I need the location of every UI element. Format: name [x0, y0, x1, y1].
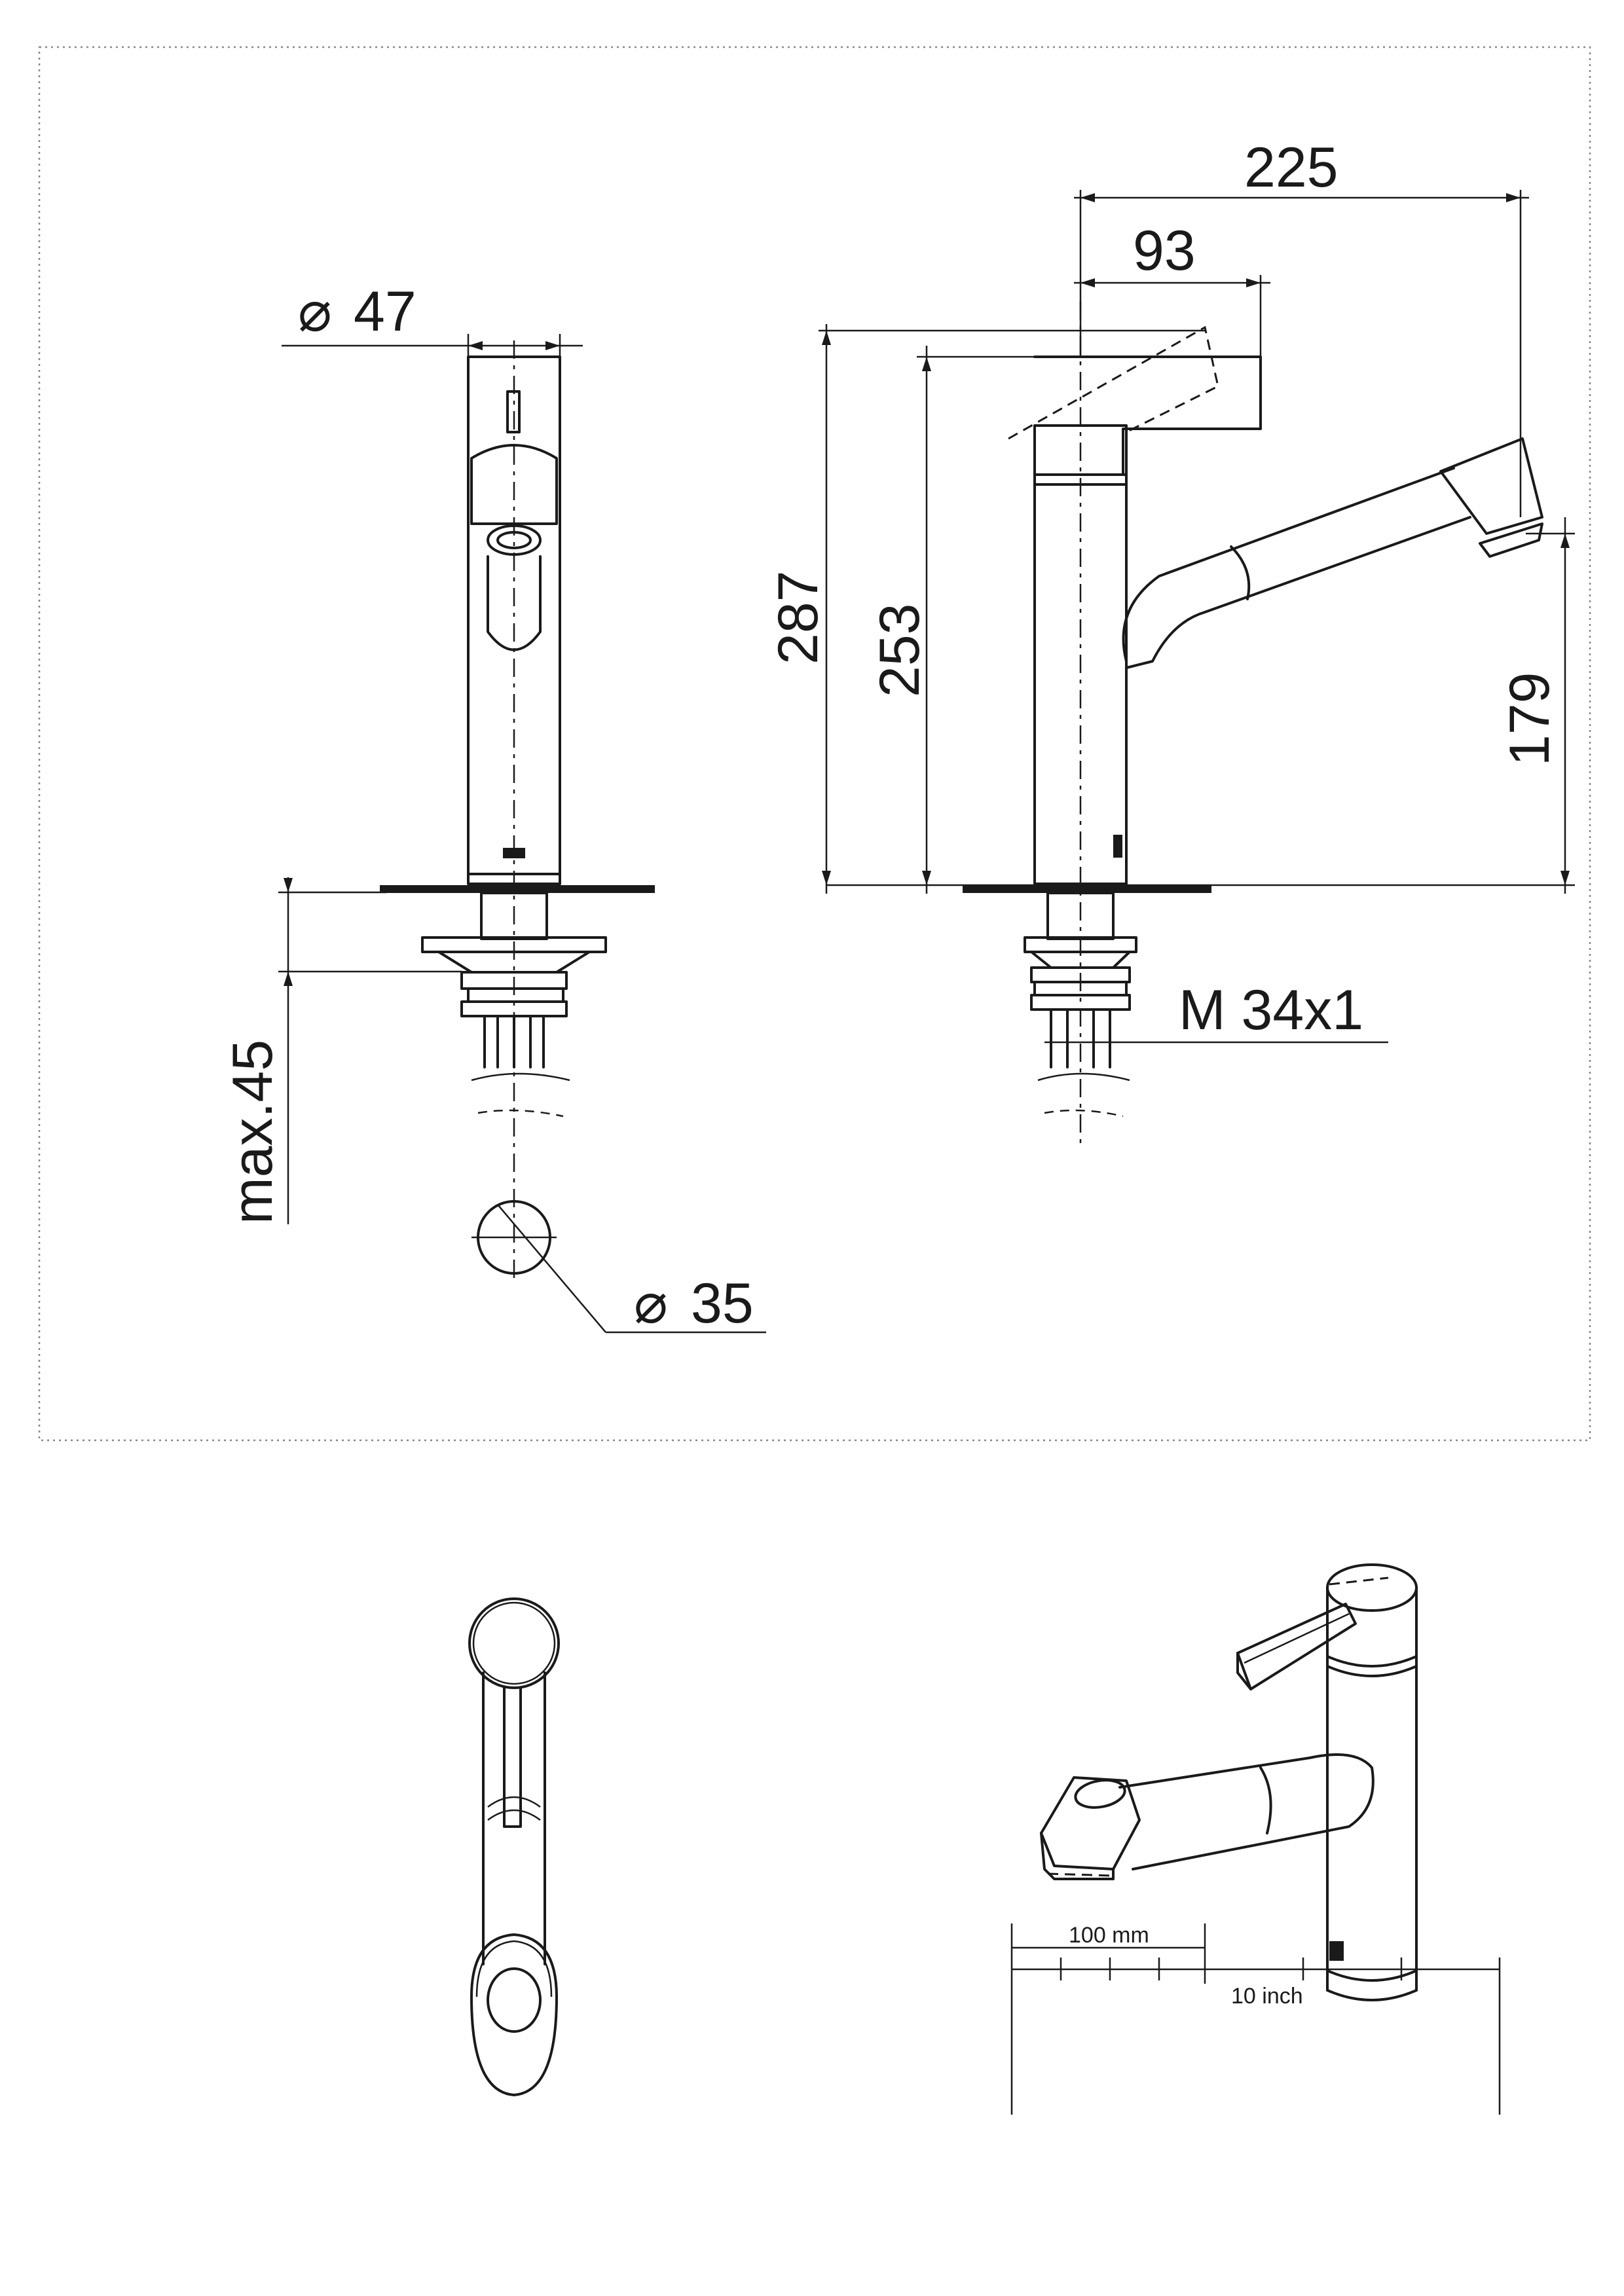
dim-diameter-35-symbol: ⌀ — [634, 1272, 668, 1335]
perspective-view — [1040, 1563, 1418, 2001]
dim-diameter-35: 35 — [691, 1272, 754, 1335]
dim-height-287: 287 — [767, 571, 830, 665]
dim-diameter-47: 47 — [354, 280, 416, 343]
front-view — [278, 334, 766, 1334]
dim-height-253: 253 — [868, 604, 931, 698]
dim-height-179: 179 — [1498, 672, 1561, 767]
top-view — [468, 1597, 560, 2096]
side-view — [819, 190, 1575, 1146]
scale-label-metric: 100 mm — [1069, 1923, 1149, 1948]
dim-width-93: 93 — [1133, 219, 1196, 282]
dim-width-225: 225 — [1244, 136, 1338, 199]
drawing-frame — [38, 46, 1591, 1442]
scale-label-imperial: 10 inch — [1231, 1984, 1303, 2009]
scale-bar — [1010, 1923, 1501, 2115]
dim-diameter-47-symbol: ⌀ — [298, 280, 332, 343]
dim-max-45: max.45 — [221, 1040, 284, 1224]
dim-thread: M 34x1 — [1179, 979, 1363, 1042]
